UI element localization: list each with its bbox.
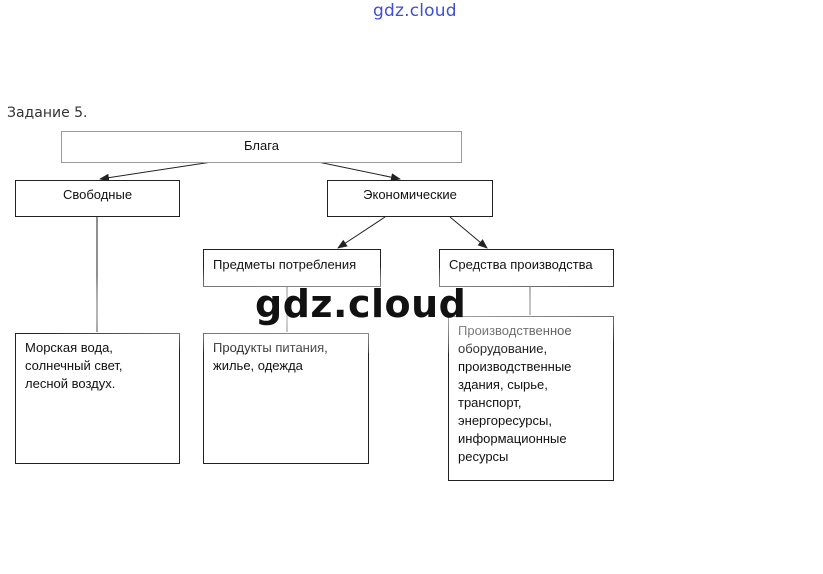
- production-example-line: энергоресурсы,: [458, 413, 552, 428]
- production-example-line: производственные: [458, 359, 572, 374]
- free-goods-examples: Морская вода, солнечный свет, лесной воз…: [15, 333, 180, 464]
- arrow-economic-to-consumer: [337, 216, 386, 249]
- production-example-line: транспорт,: [458, 395, 522, 410]
- production-example-line: ресурсы: [458, 449, 509, 464]
- node-economic-label: Экономические: [363, 187, 457, 202]
- arrow-economic-to-production: [449, 216, 488, 249]
- node-goods-label: Блага: [244, 138, 279, 153]
- free-example-line: Морская вода,: [25, 340, 113, 355]
- watermark-main: gdz.cloud: [255, 282, 467, 326]
- watermark-top: gdz.cloud: [373, 1, 457, 21]
- production-example-line: Производственное: [458, 323, 572, 338]
- consumer-example-line: Продукты питания,: [213, 340, 328, 355]
- node-consumer-goods-label: Предметы потребления: [213, 257, 357, 272]
- free-example-line: солнечный свет,: [25, 358, 123, 373]
- consumer-goods-examples: Продукты питания, жилье, одежда: [203, 333, 369, 464]
- production-example-line: здания, сырье,: [458, 377, 548, 392]
- node-free: Свободные: [15, 180, 180, 217]
- production-means-examples: Производственное оборудование, производс…: [448, 316, 614, 481]
- node-free-label: Свободные: [62, 187, 133, 202]
- production-example-line: оборудование,: [458, 341, 548, 356]
- consumer-example-line: жилье, одежда: [213, 358, 303, 373]
- node-goods: Блага: [61, 131, 462, 163]
- production-example-line: информационные: [458, 431, 567, 446]
- free-example-line: лесной воздух.: [25, 376, 116, 391]
- node-economic: Экономические: [327, 180, 493, 217]
- node-means-of-production-label: Средства производства: [449, 257, 593, 272]
- task-title: Задание 5.: [7, 105, 88, 121]
